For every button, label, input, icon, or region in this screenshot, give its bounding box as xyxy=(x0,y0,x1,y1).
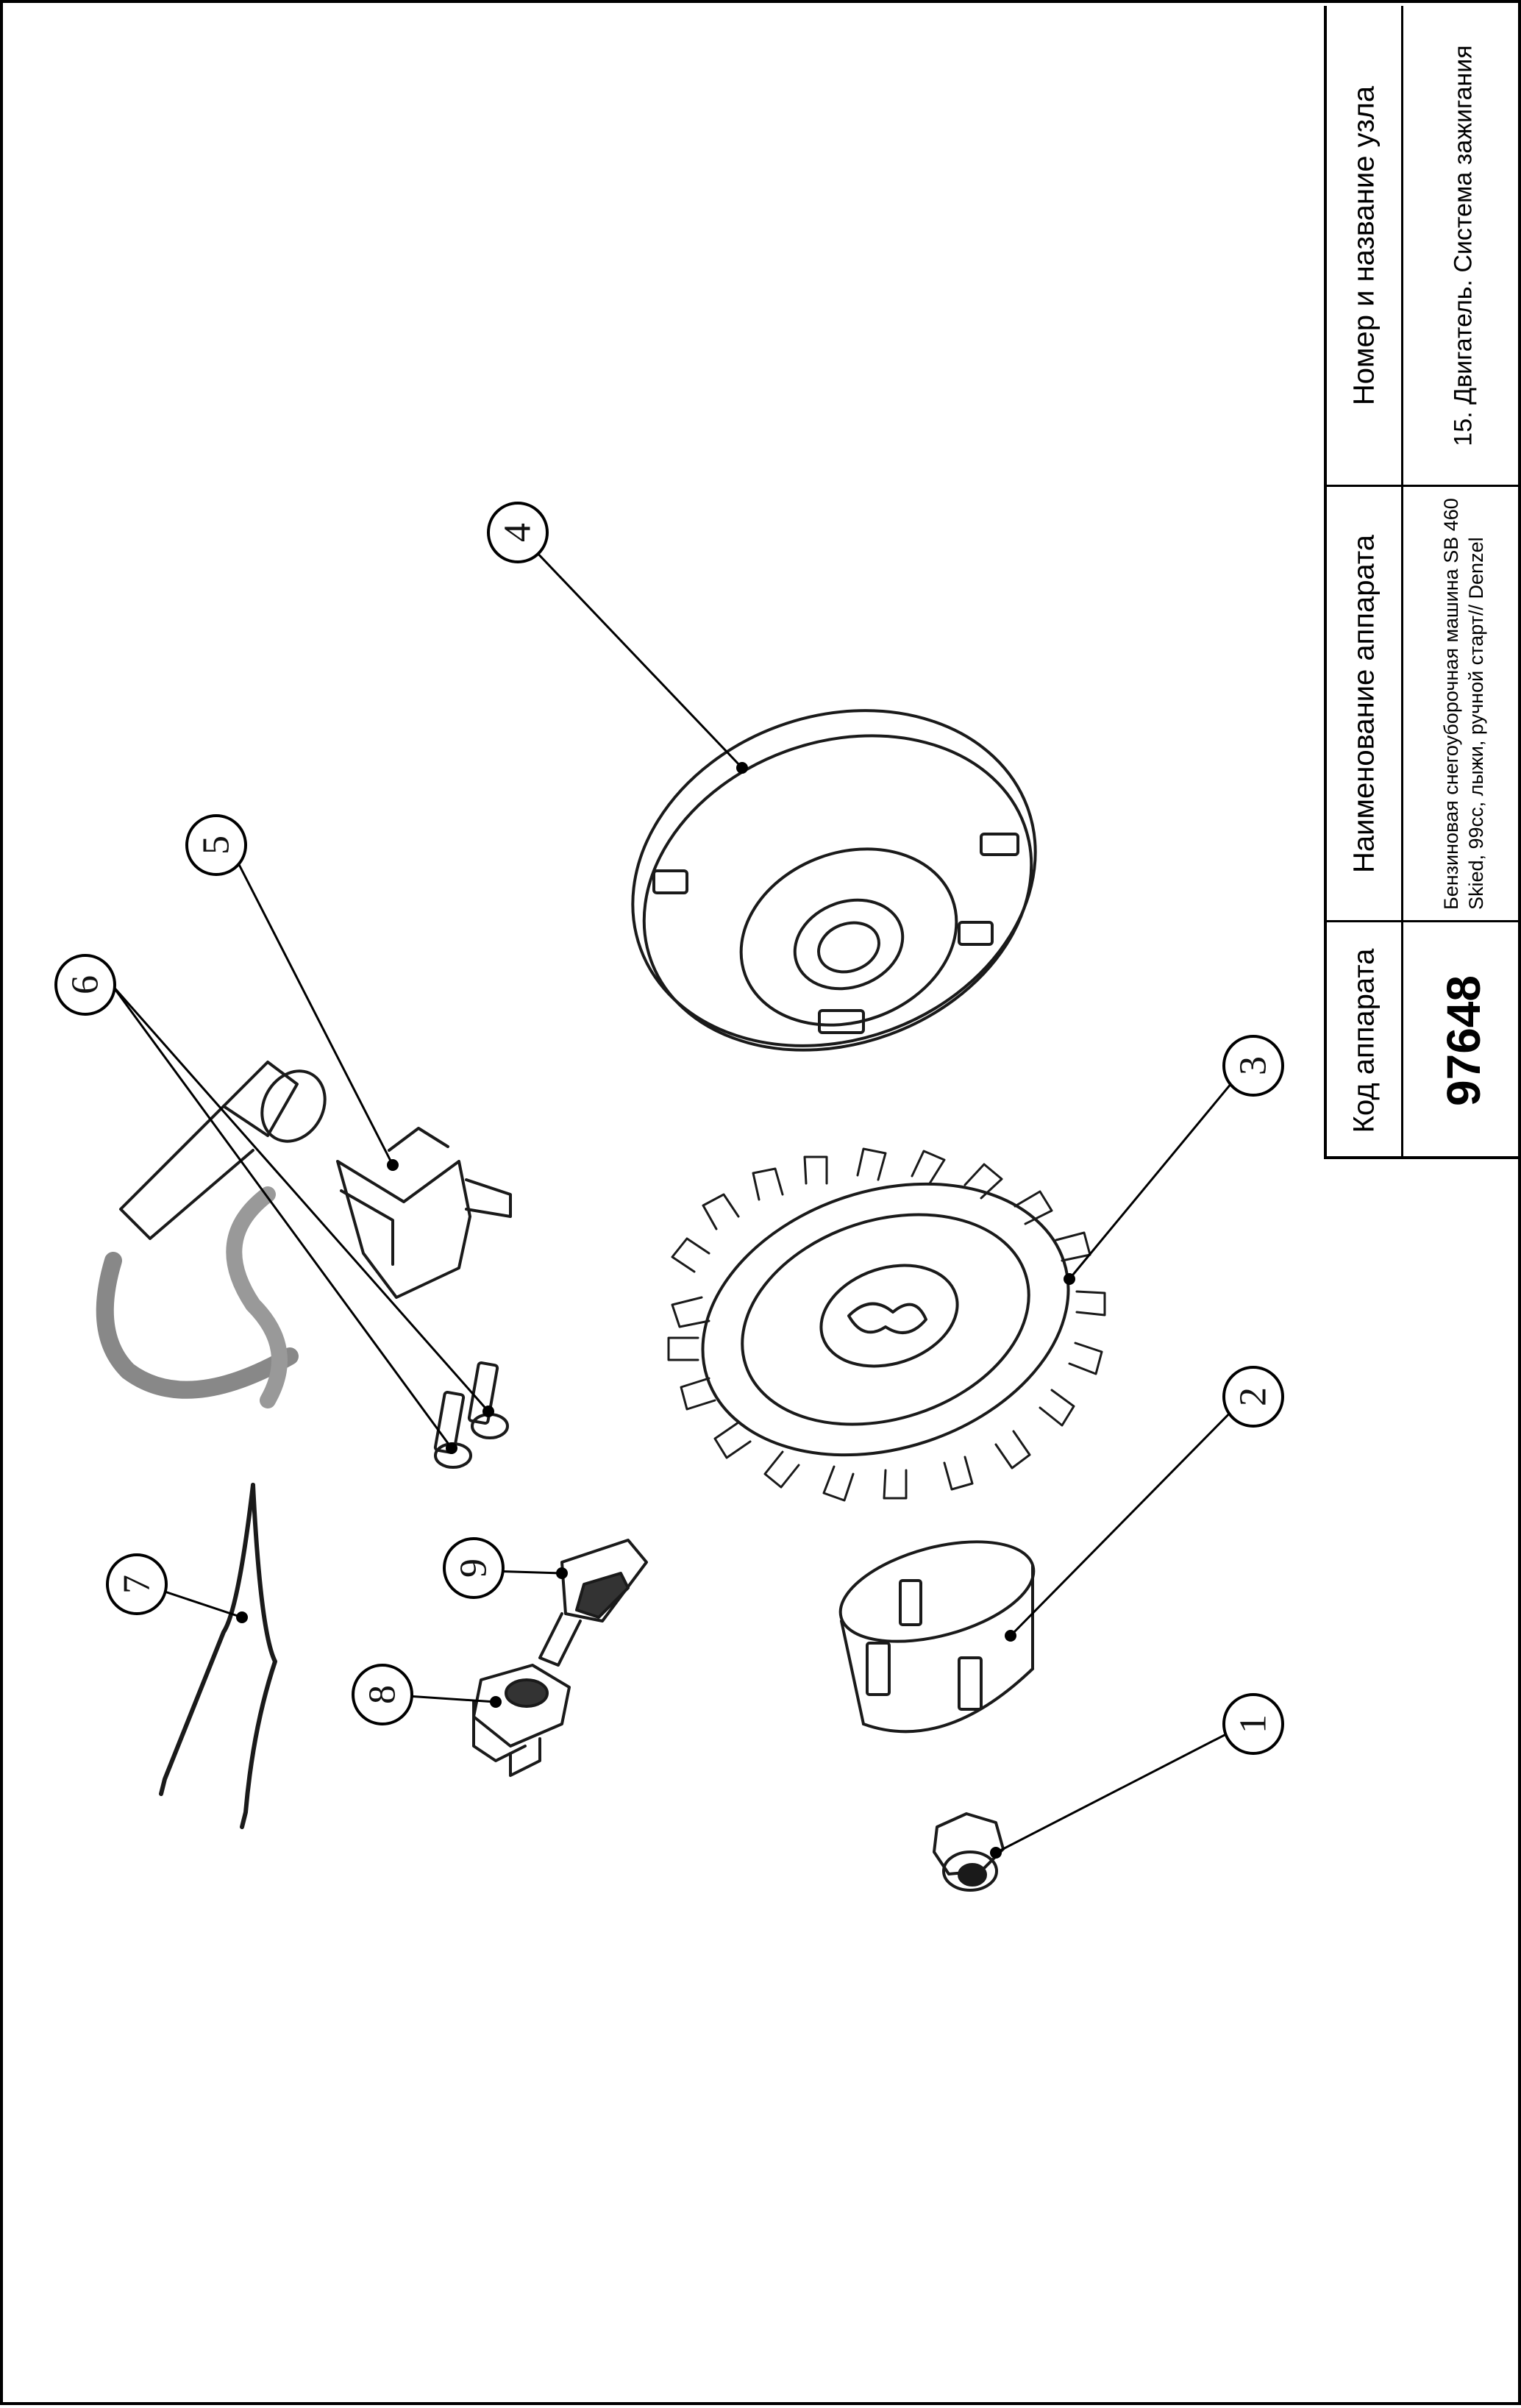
callout-9 xyxy=(443,1537,505,1599)
title-block: Номер и название узла Наименование аппар… xyxy=(1324,6,1521,1159)
callout-2 xyxy=(1222,1366,1284,1428)
device-code-value-cell: 97648 xyxy=(1403,922,1521,1159)
callout-5 xyxy=(185,814,247,876)
callout-4 xyxy=(487,502,549,563)
title-block-value-column: 15. Двигатель. Система зажигания Бензино… xyxy=(1403,6,1521,1156)
device-code-header-cell: Код аппарата xyxy=(1327,922,1401,1159)
starter-cup-part xyxy=(838,1540,1036,1734)
device-name-value-cell: Бензиновая снегоуборочная машина SB 460 … xyxy=(1403,487,1521,922)
spark-plug-cap-part xyxy=(96,1061,327,1408)
device-code-value: 97648 xyxy=(1437,975,1490,1106)
flange-nut-part xyxy=(933,1812,1005,1892)
ignition-key-part xyxy=(538,1539,648,1667)
device-code-header: Код аппарата xyxy=(1347,948,1380,1133)
callout-label-7: 7 xyxy=(116,1575,158,1594)
callout-label-4: 4 xyxy=(497,523,539,542)
coil-bolts-part xyxy=(433,1361,509,1469)
callout-label-6: 6 xyxy=(65,975,107,994)
callout-label-1: 1 xyxy=(1233,1714,1275,1734)
callout-7 xyxy=(106,1553,168,1615)
callout-6 xyxy=(54,954,116,1016)
flywheel-cover-part xyxy=(631,709,1037,1052)
callout-label-9: 9 xyxy=(453,1559,495,1578)
device-name-header: Наименование аппарата xyxy=(1347,534,1380,873)
wire-harness-part xyxy=(159,1483,277,1829)
ignition-switch-part xyxy=(472,1664,571,1777)
callout-label-5: 5 xyxy=(196,836,238,855)
title-block-header-column: Номер и название узла Наименование аппар… xyxy=(1327,6,1403,1156)
callout-3 xyxy=(1222,1035,1284,1097)
callout-8 xyxy=(352,1664,413,1725)
ignition-coil-part xyxy=(336,1127,512,1299)
flywheel-fan-part xyxy=(667,1147,1106,1502)
node-header: Номер и название узла xyxy=(1347,85,1380,405)
device-name-header-cell: Наименование аппарата xyxy=(1327,487,1401,922)
node-header-cell: Номер и название узла xyxy=(1327,6,1401,487)
node-value-cell: 15. Двигатель. Система зажигания xyxy=(1403,6,1521,487)
callout-label-2: 2 xyxy=(1233,1387,1275,1406)
callout-label-3: 3 xyxy=(1233,1056,1275,1075)
device-name-value: Бензиновая снегоуборочная машина SB 460 … xyxy=(1440,497,1487,910)
callout-label-8: 8 xyxy=(362,1685,404,1704)
exploded-parts-drawing: 1 2 3 4 5 6 7 8 9 xyxy=(54,502,1284,1892)
node-value: 15. Двигатель. Система зажигания xyxy=(1449,44,1478,446)
callout-1 xyxy=(1222,1693,1284,1755)
